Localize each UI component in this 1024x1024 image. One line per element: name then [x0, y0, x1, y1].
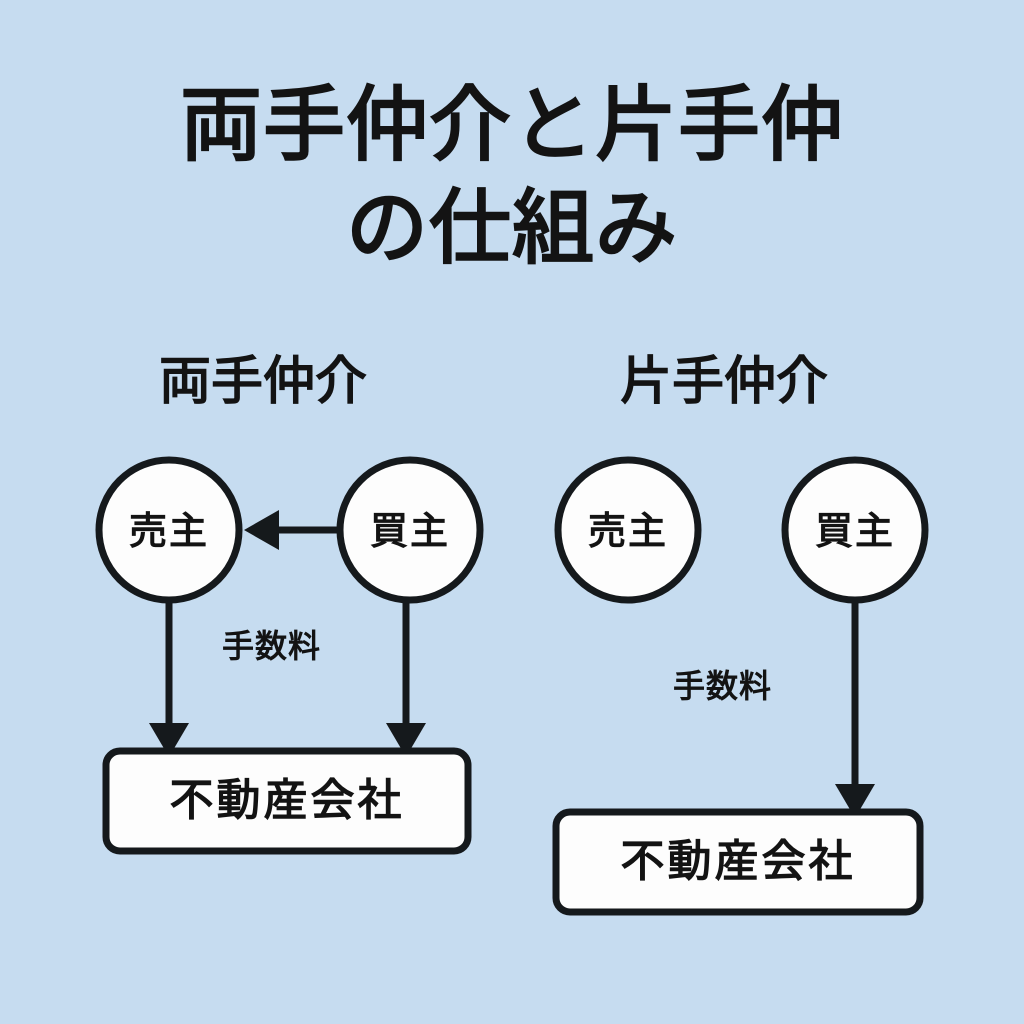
- node-circle-left-buyer: [336, 456, 484, 604]
- node-label-right-agency: 不動産会社: [620, 836, 856, 887]
- node-label-left-seller: 売主: [128, 509, 209, 553]
- node-box-right-agency: [552, 808, 924, 916]
- node-label-right-seller: 売主: [587, 509, 668, 553]
- edge-left-buyer-to-seller: [244, 510, 341, 550]
- page-title: 両手仲介と片手仲 の仕組み: [0, 74, 1024, 281]
- edge-left-buyer-to-agency: [386, 599, 426, 757]
- node-circle-left-seller: [95, 456, 243, 604]
- section-heading-katate: 片手仲介: [620, 352, 829, 412]
- node-label-right-buyer: 買主: [814, 509, 895, 553]
- edge-left-seller-to-agency: [149, 599, 189, 757]
- section-heading-ryoute: 両手仲介: [159, 352, 368, 412]
- page-title-line-1: 両手仲介と片手仲: [179, 78, 844, 173]
- node-label-left-buyer: 買主: [369, 509, 450, 553]
- edge-right-buyer-to-agency: [835, 599, 875, 818]
- node-box-left-agency: [102, 747, 472, 855]
- node-label-left-agency: 不動産会社: [169, 775, 405, 826]
- fee-label-left: 手数料: [222, 627, 322, 665]
- node-circle-right-buyer: [781, 456, 929, 604]
- node-circle-right-seller: [554, 456, 702, 604]
- fee-label-right: 手数料: [673, 667, 773, 705]
- page-title-line-2: の仕組み: [345, 181, 678, 277]
